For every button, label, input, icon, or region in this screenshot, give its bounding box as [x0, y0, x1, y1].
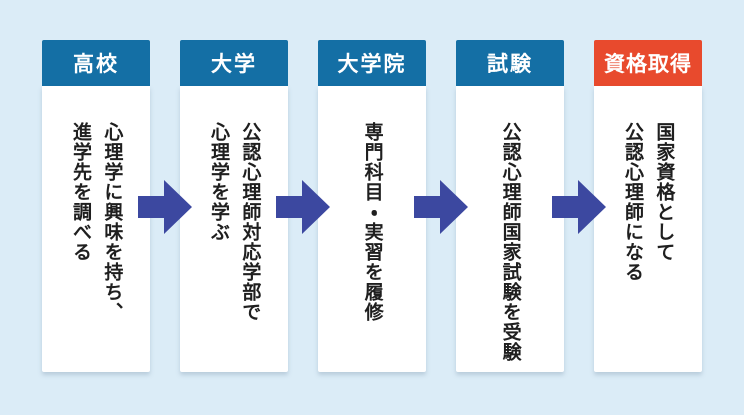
step-header: 資格取得	[594, 40, 702, 86]
right-arrow-icon	[138, 180, 192, 234]
step-header: 高校	[42, 40, 150, 86]
step-description: 国家資格として 公認心理師になる	[622, 122, 676, 282]
step-description: 専門科目・実習を履修	[361, 122, 384, 322]
flow-step-highschool: 高校 心理学に興味を持ち、 進学先を調べる	[42, 40, 150, 372]
step-description: 公認心理師対応学部で 心理学を学ぶ	[208, 122, 262, 322]
step-header: 試験	[456, 40, 564, 86]
step-card: 専門科目・実習を履修	[318, 86, 426, 372]
step-card: 国家資格として 公認心理師になる	[594, 86, 702, 372]
right-arrow-icon	[276, 180, 330, 234]
step-description: 心理学に興味を持ち、 進学先を調べる	[70, 122, 124, 322]
step-header: 大学	[180, 40, 288, 86]
flow-step-gradschool: 大学院 専門科目・実習を履修	[318, 40, 426, 372]
step-description: 公認心理師国家試験を受験	[499, 122, 522, 362]
flow-step-university: 大学 公認心理師対応学部で 心理学を学ぶ	[180, 40, 288, 372]
flow-step-exam: 試験 公認心理師国家試験を受験	[456, 40, 564, 372]
step-header: 大学院	[318, 40, 426, 86]
flow-step-certification: 資格取得 国家資格として 公認心理師になる	[594, 40, 702, 372]
right-arrow-icon	[414, 180, 468, 234]
step-card: 心理学に興味を持ち、 進学先を調べる	[42, 86, 150, 372]
right-arrow-icon	[552, 180, 606, 234]
step-card: 公認心理師国家試験を受験	[456, 86, 564, 372]
step-card: 公認心理師対応学部で 心理学を学ぶ	[180, 86, 288, 372]
